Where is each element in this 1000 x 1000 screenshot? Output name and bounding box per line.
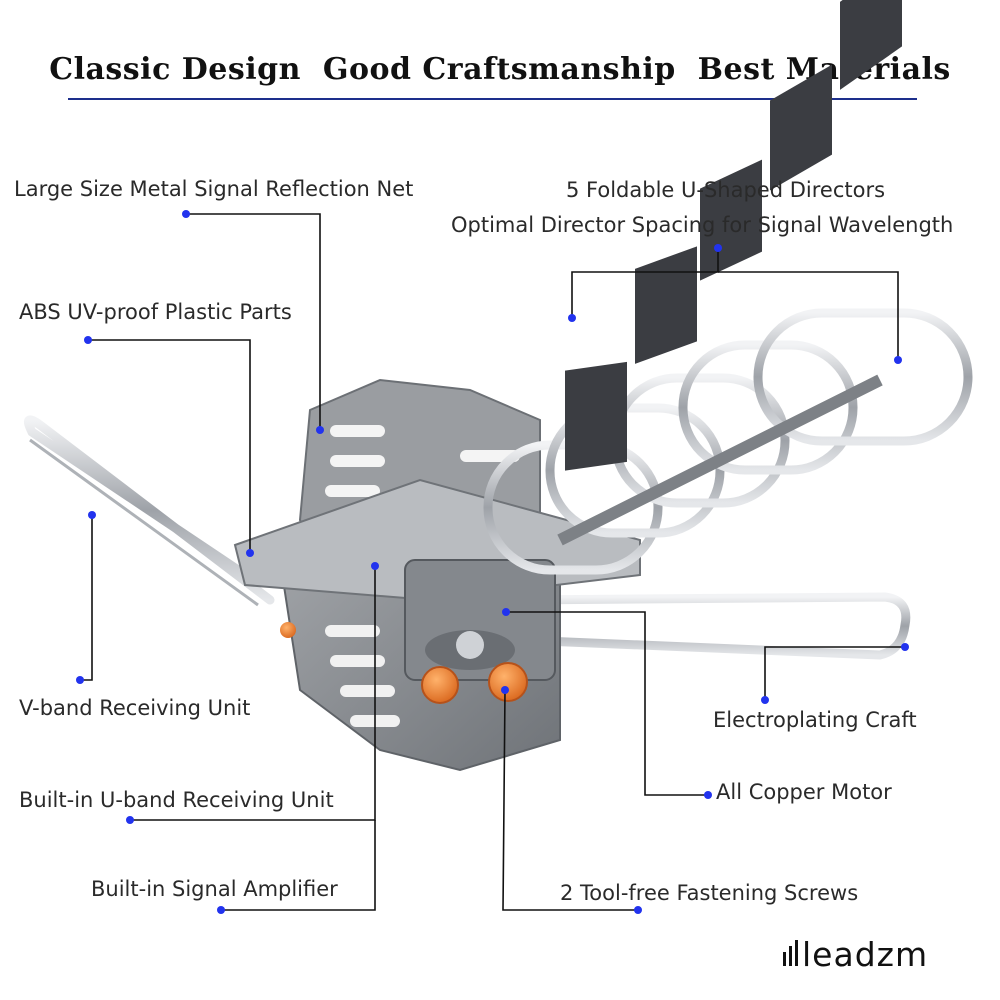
side-orange-knob: [280, 622, 296, 638]
director-5: [753, 308, 973, 446]
callout-amplifier: Built-in Signal Amplifier: [91, 877, 338, 901]
leadzm-bars-icon: [783, 940, 798, 966]
callout-directors-line2: Optimal Director Spacing for Signal Wave…: [451, 213, 954, 237]
tool-free-screw-left: [421, 666, 459, 704]
leader-lines: [80, 213, 905, 911]
leadzm-logo: leadzm: [782, 935, 928, 974]
callout-motor: All Copper Motor: [716, 780, 892, 804]
callout-electroplating: Electroplating Craft: [713, 708, 917, 732]
title-underline: [68, 98, 917, 100]
callout-plastic-parts: ABS UV-proof Plastic Parts: [19, 300, 292, 324]
callout-v-band: V-band Receiving Unit: [19, 696, 251, 720]
tool-free-screw-right: [488, 662, 528, 702]
v-band-receiving-rod: [23, 415, 275, 607]
copper-motor-housing: [404, 559, 556, 681]
callout-u-band: Built-in U-band Receiving Unit: [19, 788, 334, 812]
leadzm-wordmark: leadzm: [802, 935, 929, 974]
callout-reflection-net: Large Size Metal Signal Reflection Net: [14, 177, 414, 201]
callout-screws: 2 Tool-free Fastening Screws: [560, 881, 859, 905]
right-chrome-rod: [519, 592, 911, 660]
u-shaped-directors: [483, 0, 973, 575]
director-2: [545, 403, 725, 538]
callout-dots: [76, 210, 909, 914]
callout-directors-line1: 5 Foldable U-Shaped Directors: [566, 178, 886, 202]
